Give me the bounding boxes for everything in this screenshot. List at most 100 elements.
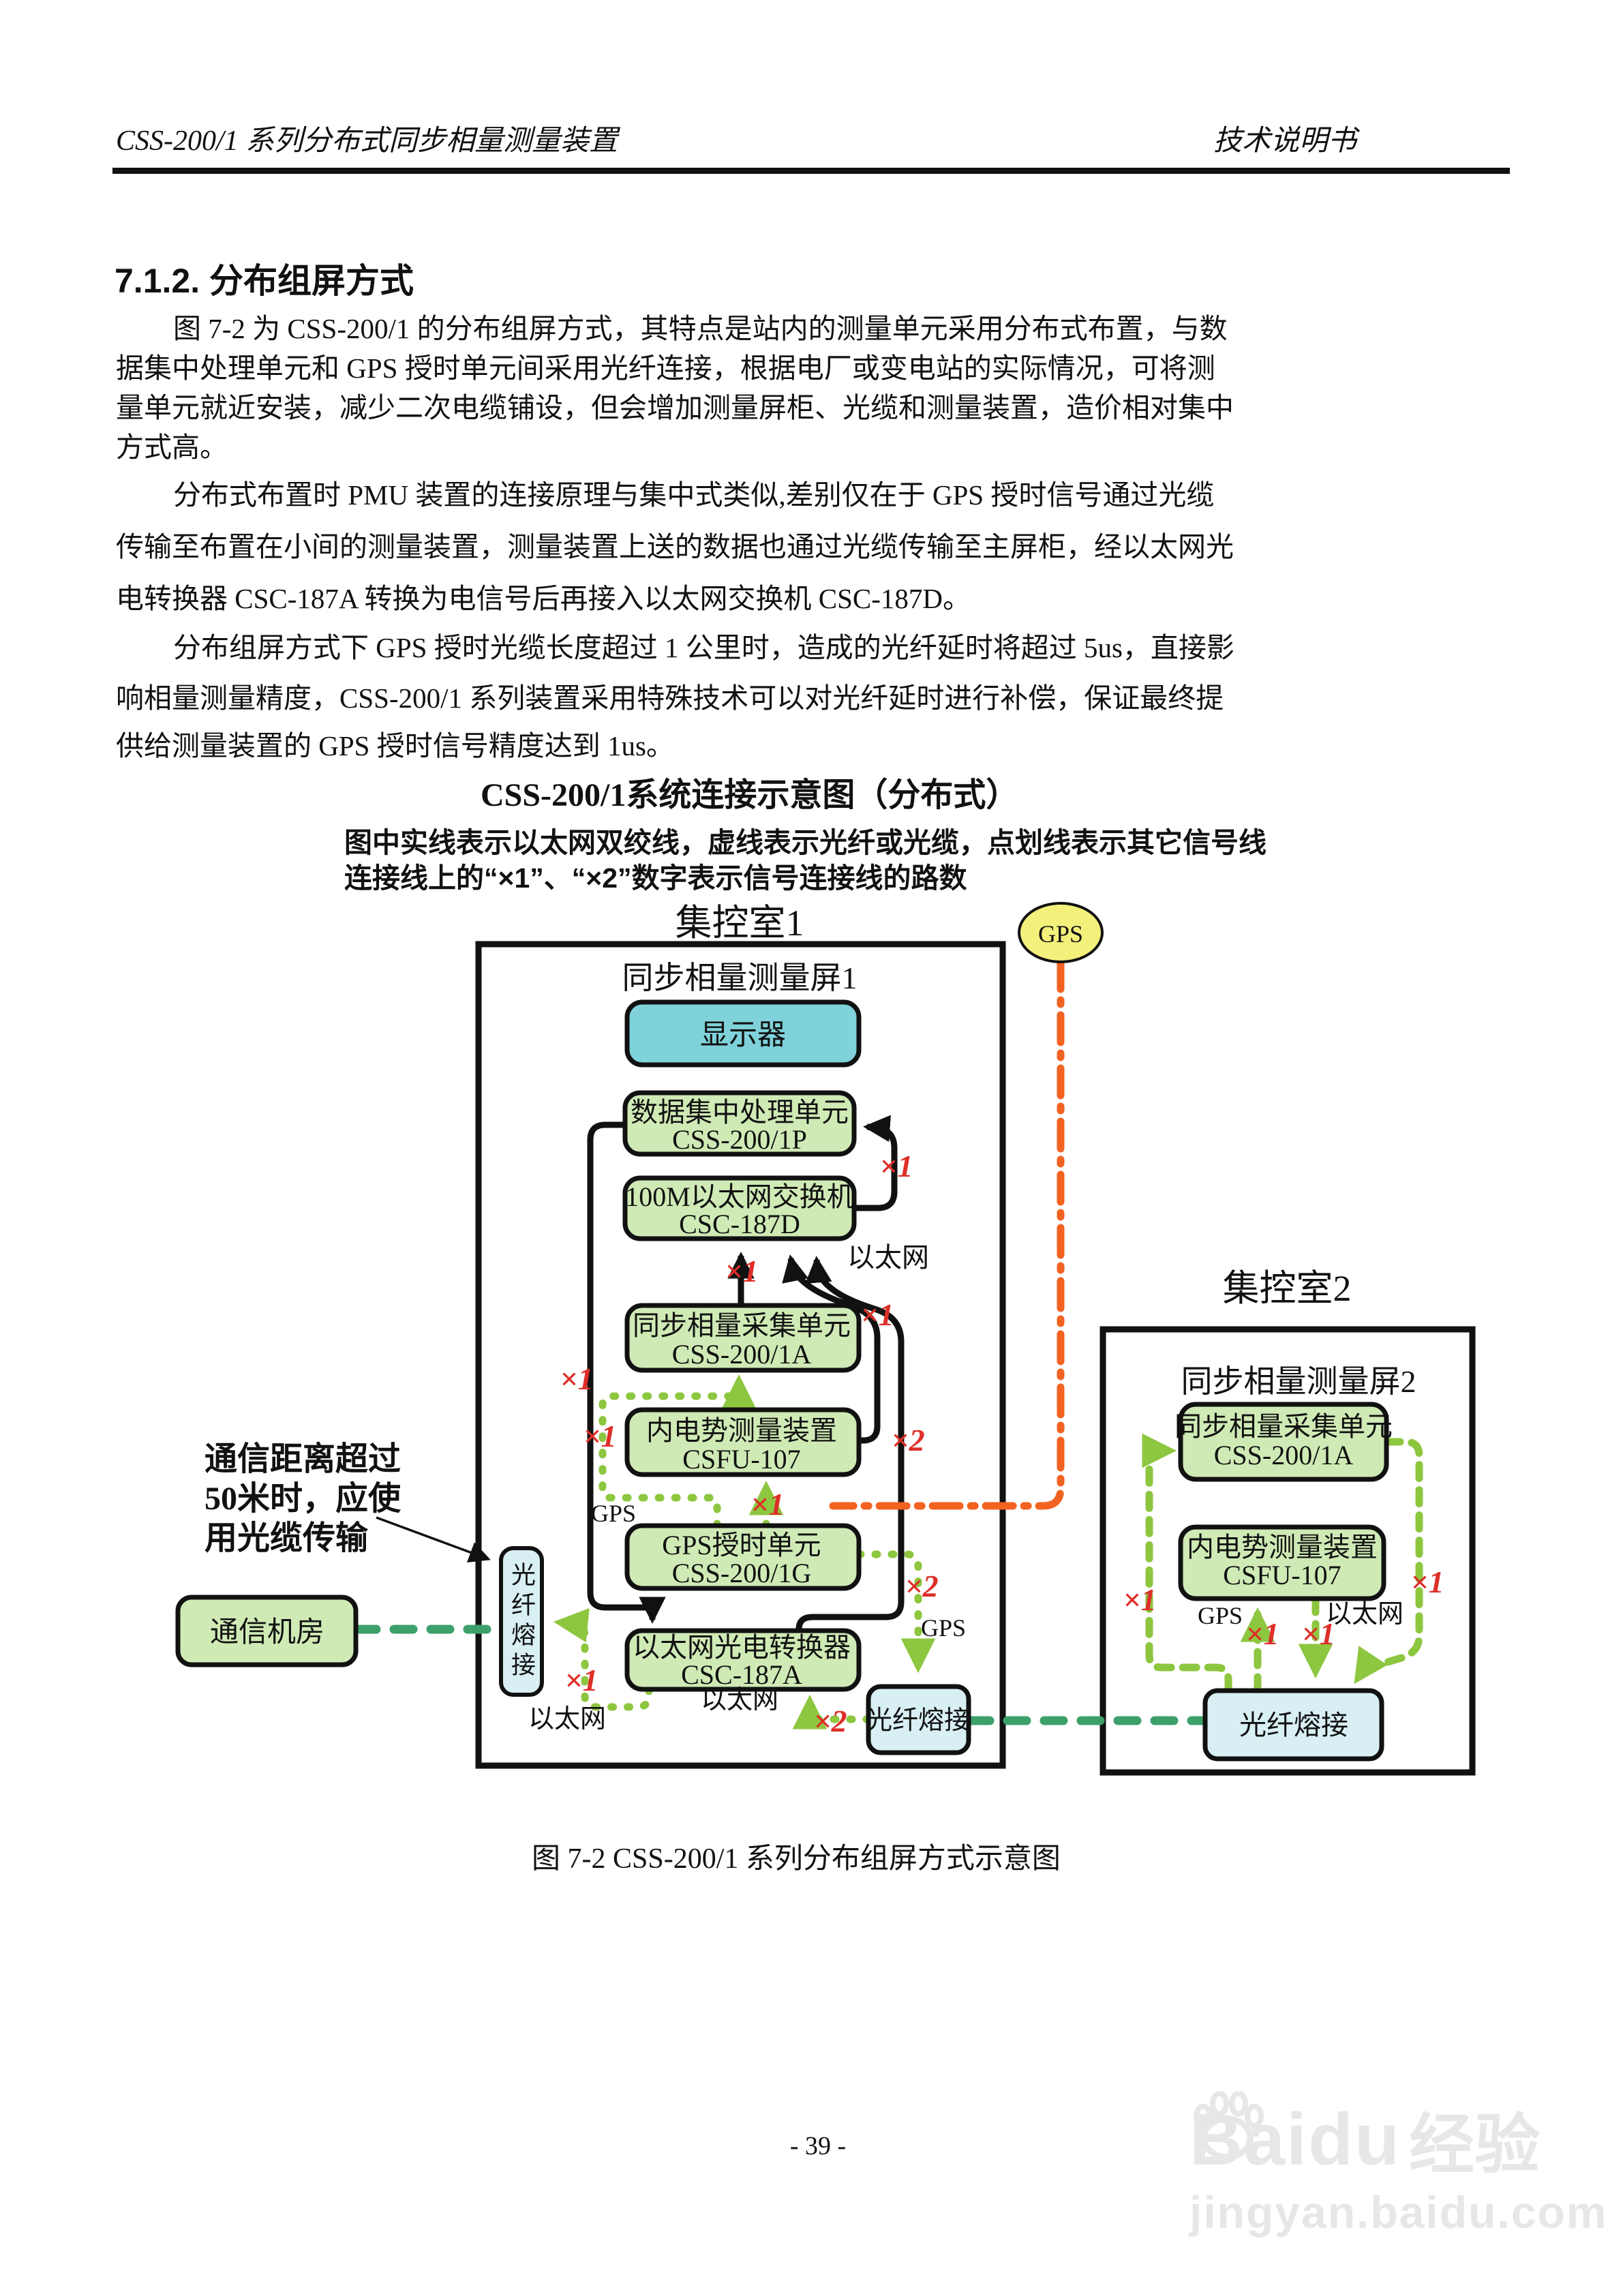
count-label-splice2-to-acq2: ×1: [1123, 1582, 1156, 1617]
optical-converter-model: CSC-187A: [681, 1659, 802, 1690]
count-label-switch-to-p-unit: ×1: [879, 1149, 913, 1183]
emf-room2-name: 内电势测量装置: [1187, 1532, 1378, 1562]
paragraph-line: 供给测量装置的 GPS 授时信号精度达到 1us。: [116, 730, 674, 761]
control-room-2-frame: [1099, 1326, 1476, 1776]
diagram-subtitle-1: 图中实线表示以太网双绞线，虚线表示光纤或光缆，点划线表示其它信号线: [344, 827, 1266, 858]
distance-note: 通信距离超过 50米时，应使 用光缆传输: [204, 1440, 401, 1558]
gps-label-room2: GPS: [1198, 1602, 1243, 1629]
header-left-title: CSS-200/1 系列分布式同步相量测量装置: [116, 125, 618, 157]
fiber-splice-box-room2: [1202, 1688, 1384, 1762]
paragraph-line: 分布式布置时 PMU 装置的连接原理与集中式类似,差别仅在于 GPS 授时信号通…: [173, 479, 1215, 511]
ethernet-line-emf-to-switch: [782, 1254, 881, 1444]
comm-room-label: 通信机房: [210, 1617, 324, 1648]
watermark-logo-row: Baidu 经验: [1189, 2091, 1607, 2186]
gps-timing-unit-box: [624, 1523, 862, 1591]
fiber-splice-room1-label: 光纤熔接: [866, 1706, 970, 1735]
paragraph-line: 图 7-2 为 CSS-200/1 的分布组屏方式，其特点是站内的测量单元采用分…: [173, 313, 1228, 344]
ethernet-label-room2: 以太网: [1326, 1600, 1404, 1629]
data-processing-unit-name: 数据集中处理单元: [631, 1097, 849, 1128]
diagram-title: CSS-200/1系统连接示意图（分布式）: [481, 777, 1019, 813]
ethernet-switch-name: 100M以太网交换机: [625, 1181, 854, 1212]
ethernet-label-top: 以太网: [847, 1242, 929, 1273]
distance-note-line: 通信距离超过: [204, 1441, 401, 1477]
acq-unit-room2-name: 同步相量采集单元: [1174, 1411, 1393, 1442]
room2-panel-label: 同步相量测量屏2: [1181, 1364, 1416, 1399]
display-label: 显示器: [700, 1020, 786, 1051]
paragraph-line: 电转换器 CSC-187A 转换为电信号后再接入以太网交换机 CSC-187D。: [116, 583, 971, 614]
phasor-acquisition-unit-box-room2: [1178, 1402, 1389, 1482]
data-processing-unit-box: [622, 1090, 857, 1157]
gps-label-room1: GPS: [591, 1500, 636, 1527]
ethernet-switch-box: [622, 1175, 857, 1241]
fiber-line-acq2-to-splice2: [1354, 1438, 1423, 1685]
note-pointer-arrow: [376, 1516, 491, 1563]
optical-converter-box: [624, 1628, 862, 1692]
ethernet-line-switch-to-p-unit: [854, 1115, 898, 1211]
fiber-line-converter-to-vertical-splice: [553, 1607, 653, 1711]
room1-panel-label: 同步相量测量屏1: [622, 961, 858, 995]
gps-timing-unit-model: CSS-200/1G: [672, 1558, 812, 1588]
fiber-line-splice-to-converter: [792, 1694, 873, 1729]
paragraph-line: 据集中处理单元和 GPS 授时单元间采用光纤连接，根据电厂或变电站的实际情况，可…: [116, 352, 1215, 384]
count-label-emf-to-switch: ×2: [891, 1423, 924, 1457]
data-processing-unit-model: CSS-200/1P: [672, 1124, 807, 1155]
count-label-gps-to-emf: ×1: [750, 1487, 784, 1522]
room1-label: 集控室1: [676, 903, 804, 943]
emf-room1-name: 内电势测量装置: [646, 1415, 837, 1446]
emf-measurement-box-room2: [1178, 1524, 1386, 1601]
gps-antenna-label: GPS: [1038, 920, 1083, 948]
fiber-splice-vertical-box: [499, 1546, 544, 1697]
paragraph-line: 分布组屏方式下 GPS 授时光缆长度超过 1 公里时，造成的光纤延时将超过 5u…: [173, 632, 1234, 663]
fiber-line-splice2-to-acq2: [1142, 1433, 1232, 1695]
display-box: [624, 999, 862, 1068]
emf-room2-model: CSFU-107: [1223, 1560, 1341, 1590]
figure-caption: 图 7-2 CSS-200/1 系列分布组屏方式示意图: [532, 1843, 1061, 1875]
fiber-splice-box-room1: [866, 1684, 971, 1755]
gps-timing-unit-name: GPS授时单元: [662, 1530, 821, 1560]
paragraph-line: 量单元就近安装，减少二次电缆铺设，但会增加测量屏柜、光缆和测量装置，造价相对集中: [116, 392, 1234, 423]
count-label-converter-fiber-out: ×1: [564, 1663, 598, 1697]
fiber-line-gps-unit-to-splice: [855, 1550, 936, 1674]
acq-unit-room2-model: CSS-200/1A: [1214, 1440, 1354, 1470]
count-label-gps-loop-lower: ×1: [583, 1419, 616, 1453]
signal-line-gps-antenna: [829, 958, 1065, 1510]
count-label-gps-loop-upper: ×1: [560, 1361, 593, 1396]
emf-measurement-box-room1: [624, 1407, 862, 1477]
paragraph-line: 方式高。: [116, 432, 228, 463]
acq-unit-room1-name: 同步相量采集单元: [633, 1310, 851, 1341]
count-label-splice2-to-emf2: ×1: [1245, 1616, 1279, 1651]
fiber-splice-room2-label: 光纤熔接: [1239, 1710, 1348, 1740]
emf-room1-model: CSFU-107: [682, 1444, 800, 1475]
acq-unit-room1-model: CSS-200/1A: [672, 1339, 812, 1370]
ethernet-line-converter-to-switch: [795, 1256, 905, 1631]
comm-room-box: [175, 1595, 359, 1667]
control-room-1-frame: [475, 941, 1006, 1769]
watermark-url: jingyan.baidu.com: [1189, 2187, 1608, 2237]
count-label-converter-to-switch: ×1: [860, 1297, 894, 1332]
page-number: - 39 -: [789, 2132, 847, 2160]
ethernet-line-p-unit-to-converter: [587, 1121, 666, 1624]
section-title: 7.1.2. 分布组屏方式: [115, 262, 414, 300]
count-label-acq2-to-splice2: ×1: [1410, 1565, 1444, 1599]
gps-label-splice-room1: GPS: [921, 1614, 966, 1642]
phasor-acquisition-unit-box-room1: [624, 1303, 862, 1373]
count-label-emf2-to-splice2: ×1: [1301, 1616, 1335, 1651]
watermark-suffix-text: 经验: [1409, 2109, 1541, 2181]
ethernet-label-bottom-mid: 以太网: [701, 1686, 778, 1715]
count-label-splice-to-converter: ×2: [813, 1704, 847, 1738]
fiber-splice-vertical-label: 光纤熔接: [508, 1561, 535, 1682]
distance-note-line: 50米时，应使: [204, 1481, 401, 1517]
optical-converter-name: 以太网光电转换器: [633, 1632, 851, 1663]
gps-antenna-bubble: [1018, 902, 1104, 963]
watermark: Baidu 经验 jingyan.baidu.com: [1189, 2091, 1607, 2238]
header-rule: [112, 168, 1510, 174]
room2-label: 集控室2: [1223, 1268, 1352, 1309]
paragraph-line: 响相量测量精度，CSS-200/1 系列装置采用特殊技术可以对光纤延时进行补偿，…: [116, 682, 1224, 714]
count-label-acq-to-switch: ×1: [725, 1254, 758, 1288]
diagram-subtitle-2: 连接线上的“×1”、“×2”数字表示信号连接线的路数: [344, 862, 967, 894]
ethernet-switch-model: CSC-187D: [679, 1209, 800, 1239]
distance-note-line: 用光缆传输: [204, 1520, 369, 1556]
ethernet-label-bottom-left: 以太网: [528, 1705, 606, 1734]
